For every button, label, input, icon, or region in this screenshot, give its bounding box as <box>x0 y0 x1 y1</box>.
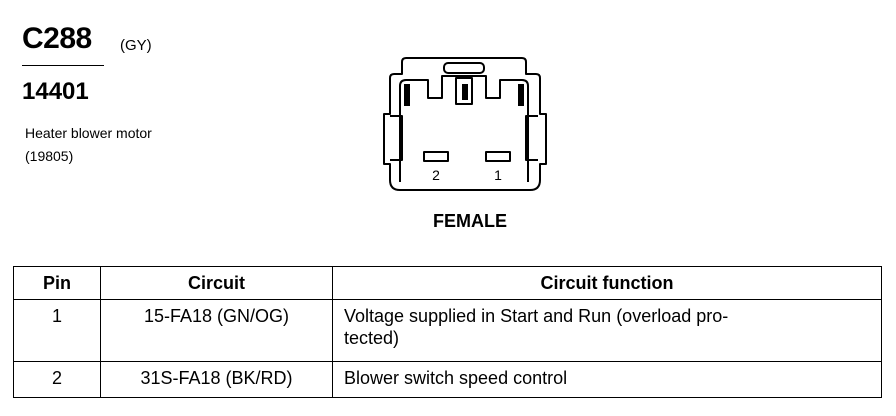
circuit-function-line: Voltage supplied in Start and Run (overl… <box>344 306 729 326</box>
connector-id: C288 <box>22 22 92 55</box>
pinout-table: Pin Circuit Circuit function 1 15-FA18 (… <box>13 266 882 398</box>
right-side-lock <box>525 115 538 161</box>
connector-color-code: (GY) <box>120 37 152 54</box>
circuit-function-cell: Blower switch speed control <box>332 361 882 398</box>
circuit-cell: 15-FA18 (GN/OG) <box>100 299 333 362</box>
terminal-2 <box>423 151 449 162</box>
left-side-lock <box>390 115 403 161</box>
component-description: Heater blower motor <box>25 125 152 141</box>
pin-label-1: 1 <box>494 167 502 183</box>
connector-face-diagram: 2 1 <box>383 57 547 191</box>
latch-tab <box>455 77 473 105</box>
header-circuit: Circuit <box>100 266 333 300</box>
table-row: 2 31S-FA18 (BK/RD) Blower switch speed c… <box>13 361 882 398</box>
connector-id-underline <box>22 65 104 66</box>
terminal-1 <box>485 151 511 162</box>
circuit-function-line: tected) <box>344 328 400 348</box>
table-header-row: Pin Circuit Circuit function <box>13 266 882 300</box>
component-reference: (19805) <box>25 148 74 164</box>
header-pin: Pin <box>13 266 101 300</box>
part-number: 14401 <box>22 78 89 105</box>
connector-outer-shell <box>383 57 547 191</box>
circuit-function-cell: Voltage supplied in Start and Run (overl… <box>332 299 882 362</box>
connector-gender-label: FEMALE <box>433 211 507 231</box>
connector-inner-frame <box>399 75 529 110</box>
table-row: 1 15-FA18 (GN/OG) Voltage supplied in St… <box>13 299 882 362</box>
connector-body-line <box>399 110 529 182</box>
pin-label-2: 2 <box>432 167 440 183</box>
header-circuit-function: Circuit function <box>332 266 882 300</box>
latch-bar <box>443 62 485 74</box>
circuit-cell: 31S-FA18 (BK/RD) <box>100 361 333 398</box>
pin-cell: 2 <box>13 361 101 398</box>
pin-cell: 1 <box>13 299 101 362</box>
